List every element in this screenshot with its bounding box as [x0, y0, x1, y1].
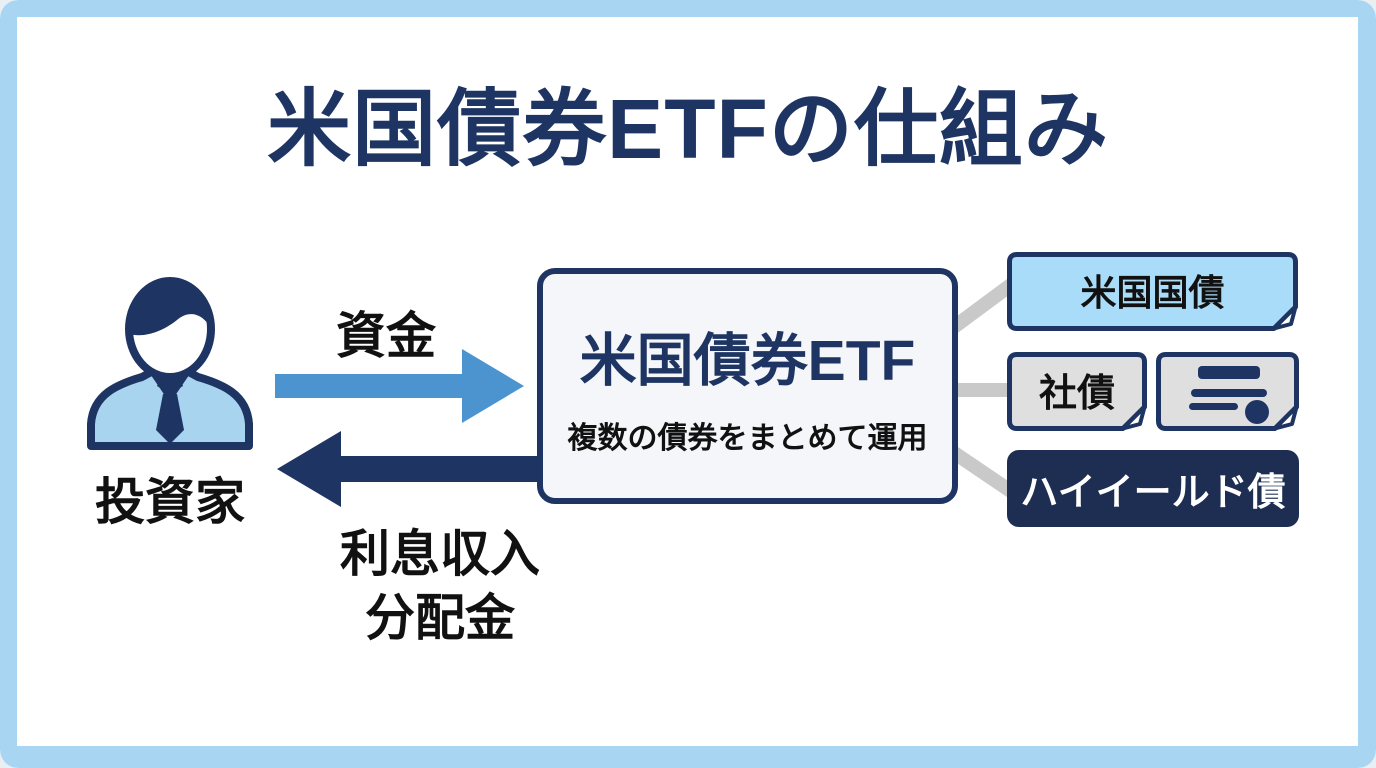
tie-knot-shape: [157, 375, 183, 394]
funds-arrow-right: [275, 349, 524, 423]
treasury-note-shape: [1007, 252, 1298, 331]
income-label-line2: 分配金: [365, 590, 515, 646]
investor-person-icon: [87, 277, 253, 450]
connector-line-high-yield: [946, 444, 1016, 498]
holding-treasury-label: 米国国債: [1080, 271, 1225, 313]
income-arrow-left: [277, 431, 543, 507]
holding-treasury-box: 米国国債: [1007, 252, 1298, 331]
etf-box-subtitle: 複数の債券をまとめて運用: [567, 422, 928, 455]
investor-label: 投資家: [95, 474, 245, 530]
funds-arrow-label: 資金: [336, 308, 436, 364]
corporate-note-shape: [1007, 352, 1147, 431]
etf-box: 米国債券ETF 複数の債券をまとめて運用: [537, 268, 958, 504]
holding-high-yield-label: ハイイールド債: [1020, 472, 1286, 514]
holding-high-yield-box: ハイイールド債: [1007, 450, 1299, 527]
page-title: 米国債券ETFの仕組み: [267, 82, 1109, 176]
holding-corporate-box: 社債: [1007, 352, 1147, 431]
income-label-line1: 利息収入: [340, 526, 540, 582]
income-arrow-label: 利息収入 分配金: [320, 522, 560, 650]
bond-certificate-box: [1156, 352, 1299, 431]
hair-shape: [128, 281, 212, 336]
tie-tail-shape: [156, 394, 184, 444]
etf-box-title: 米国債券ETF: [579, 329, 916, 393]
bond-certificate-icon: [1156, 352, 1299, 431]
holding-corporate-label: 社債: [1038, 373, 1115, 415]
connector-line-treasury: [945, 278, 1017, 336]
